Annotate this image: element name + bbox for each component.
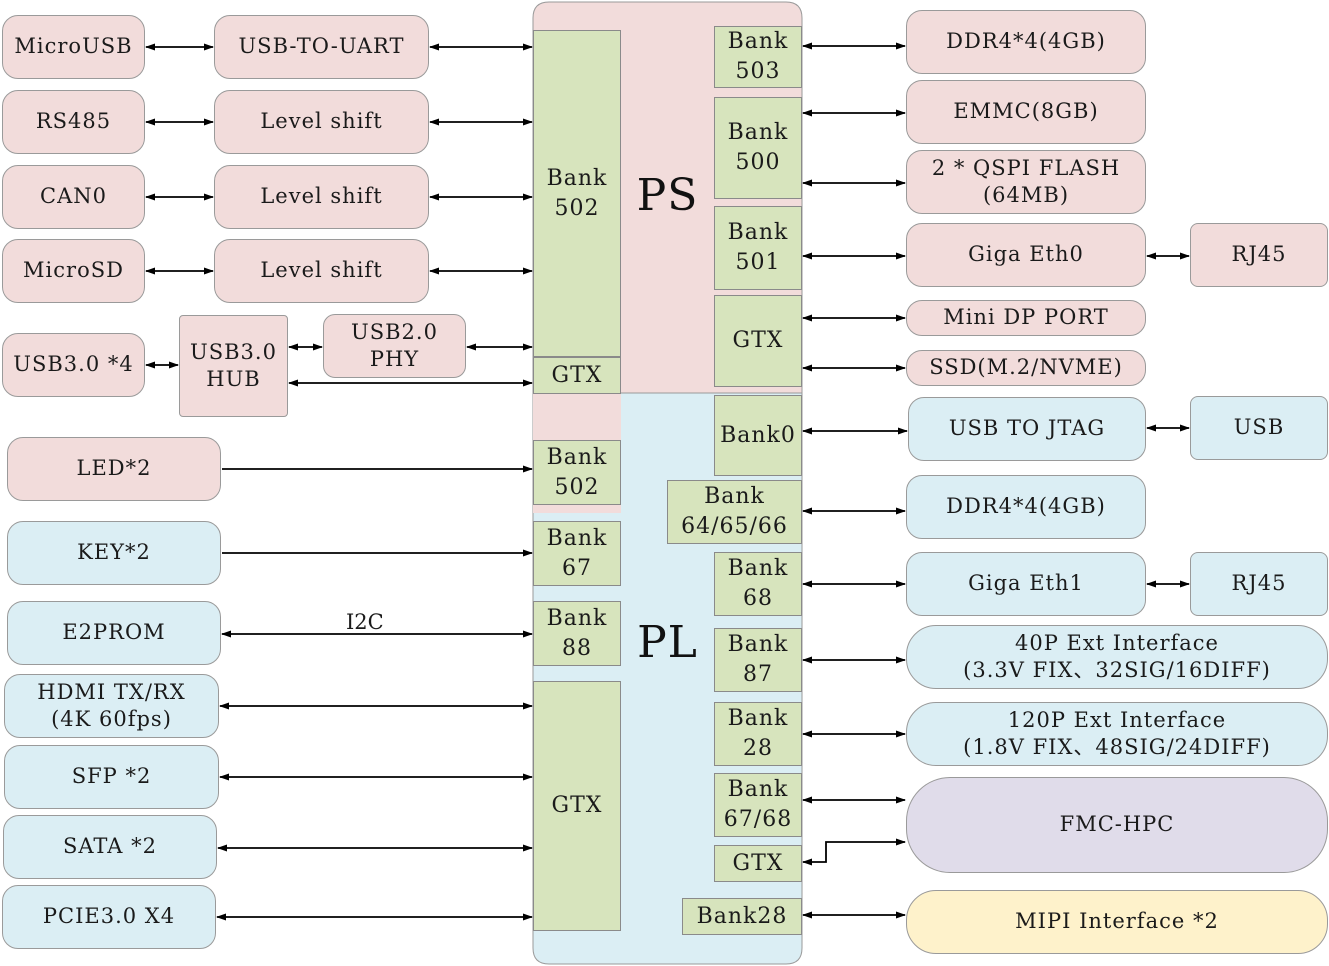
rj45-block-0: RJ45	[1190, 223, 1328, 287]
bank-500: Bank 500	[714, 97, 802, 199]
ddr4-ps-block: DDR4*4(4GB)	[906, 10, 1146, 74]
can0-block: CAN0	[2, 165, 145, 229]
bank-503: Bank 503	[714, 26, 802, 88]
gtx-ps-left: GTX	[533, 357, 621, 394]
giga-eth0-block: Giga Eth0	[906, 223, 1146, 287]
usb-block: USB	[1190, 396, 1328, 460]
level-shift-block-2: Level shift	[214, 165, 429, 229]
bank-67-left: Bank 67	[533, 521, 621, 586]
bank-28: Bank 28	[714, 702, 802, 766]
ext-120p-block: 120P Ext Interface (1.8V FIX、48SIG/24DIF…	[906, 702, 1328, 766]
bank-28-bottom: Bank28	[682, 898, 802, 935]
bank-64-65-66: Bank 64/65/66	[667, 480, 802, 544]
level-shift-block-3: Level shift	[214, 239, 429, 303]
sata-block: SATA *2	[3, 815, 217, 879]
sfp-block: SFP *2	[4, 745, 219, 809]
ps-label: PS	[636, 169, 699, 221]
usb3-hub-block: USB3.0 HUB	[179, 315, 288, 417]
pl-label: PL	[637, 616, 698, 668]
pcie-block: PCIE3.0 X4	[2, 885, 216, 949]
bank-67-68: Bank 67/68	[714, 773, 802, 837]
usb3-x4-block: USB3.0 *4	[2, 333, 145, 397]
usb-to-jtag-block: USB TO JTAG	[908, 397, 1146, 461]
usb2-phy-block: USB2.0 PHY	[323, 314, 466, 378]
e2prom-block: E2PROM	[7, 601, 221, 665]
emmc-block: EMMC(8GB)	[906, 80, 1146, 144]
mipi-interface-block: MIPI Interface *2	[906, 890, 1328, 954]
bank-502-ps: Bank 502	[533, 30, 621, 357]
qspi-flash-block: 2 * QSPI FLASH (64MB)	[906, 150, 1146, 214]
bank-0: Bank0	[714, 395, 802, 476]
giga-eth1-block: Giga Eth1	[906, 552, 1146, 616]
gtx-ps-right: GTX	[714, 295, 802, 387]
microusb-block: MicroUSB	[2, 15, 145, 79]
bank-87: Bank 87	[714, 628, 802, 692]
ddr4-pl-block: DDR4*4(4GB)	[906, 475, 1146, 539]
rs485-block: RS485	[2, 90, 145, 154]
gtx-pl-right: GTX	[714, 845, 802, 882]
key-block: KEY*2	[7, 521, 221, 585]
bank-502-pl: Bank 502	[533, 440, 621, 505]
rj45-block-1: RJ45	[1190, 552, 1328, 616]
microsd-block: MicroSD	[2, 239, 145, 303]
i2c-label: I2C	[346, 610, 384, 634]
ext-40p-block: 40P Ext Interface (3.3V FIX、32SIG/16DIFF…	[906, 625, 1328, 689]
usb-to-uart-block: USB-TO-UART	[214, 15, 429, 79]
gtx-pl-left: GTX	[533, 681, 621, 931]
bank-68: Bank 68	[714, 552, 802, 616]
bank-501: Bank 501	[714, 206, 802, 290]
fmc-hpc-block: FMC-HPC	[906, 777, 1328, 873]
level-shift-block-1: Level shift	[214, 90, 429, 154]
mini-dp-block: Mini DP PORT	[906, 300, 1146, 336]
bank-88: Bank 88	[533, 601, 621, 666]
led-block: LED*2	[7, 437, 221, 501]
ssd-block: SSD(M.2/NVME)	[906, 350, 1146, 386]
hdmi-block: HDMI TX/RX (4K 60fps)	[4, 674, 219, 738]
